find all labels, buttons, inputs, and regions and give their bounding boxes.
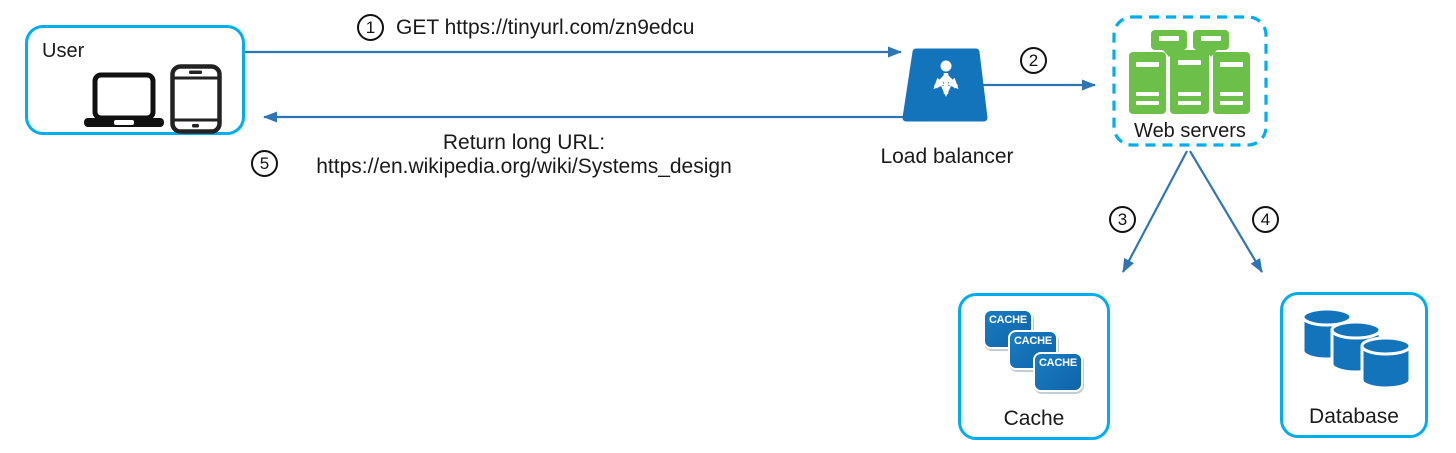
step-5-circle: 5 [251,150,278,177]
step-2-circle: 2 [1020,47,1047,74]
web-servers-dashed-border [1112,15,1268,147]
server-cluster-icon [1129,30,1250,114]
smartphone-icon [170,64,222,134]
cache-node: CACHE CACHE CACHE Cache [958,293,1110,440]
database-cylinders-icon [1301,307,1412,390]
step-5-number: 5 [259,153,270,173]
step-4-number: 4 [1260,209,1271,229]
step-5-label-line1: Return long URL: [442,131,606,154]
arrow-webservers-to-database [1189,150,1263,273]
cache-chip-text: CACHE [988,314,1028,326]
step-5-label-line2: https://en.wikipedia.org/wiki/Systems_de… [316,155,732,178]
step-1-number: 1 [365,17,376,37]
load-balancer-icon [902,48,988,122]
arrow-webservers-to-cache [1122,150,1188,273]
user-node: User [25,25,245,135]
user-label: User [42,40,85,62]
step-1-circle: 1 [357,14,384,41]
database-label: Database [1309,405,1399,428]
step-4-circle: 4 [1252,206,1279,233]
step-5-label: Return long URL: https://en.wikipedia.or… [285,131,763,179]
load-balancer-label: Load balancer [880,145,1014,168]
step-3-number: 3 [1117,209,1128,229]
step-3-circle: 3 [1109,206,1136,233]
cache-chip-text: CACHE [1038,357,1078,369]
cache-chip-icon: CACHE [1033,352,1083,392]
web-servers-label: Web servers [1134,120,1246,142]
database-node: Database [1280,292,1428,438]
cache-label: Cache [1003,407,1065,430]
web-servers-node: Web servers [1112,15,1268,147]
laptop-icon [84,72,164,127]
cache-chip-text: CACHE [1013,335,1053,347]
step-2-number: 2 [1028,50,1039,70]
step-1-label: GET https://tinyurl.com/zn9edcu [396,16,695,39]
